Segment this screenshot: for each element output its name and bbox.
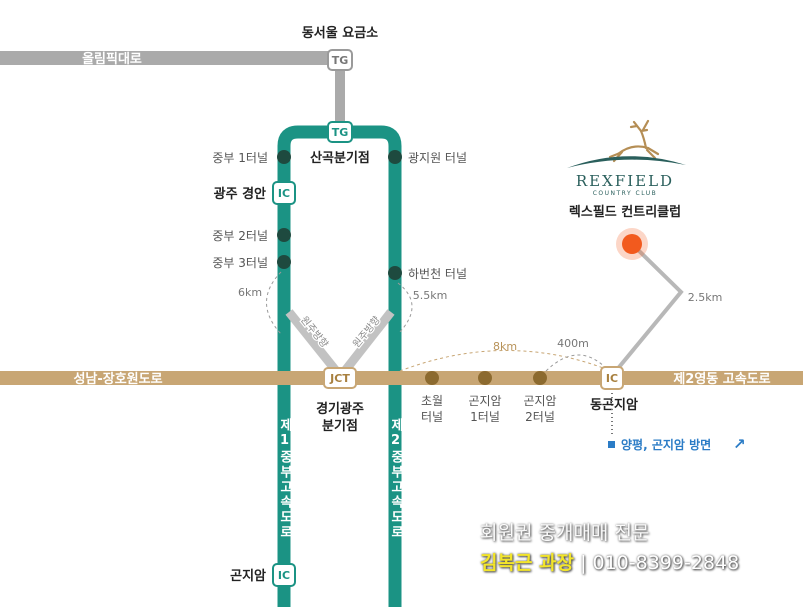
tg-badge-dongseoul-text: TG: [332, 54, 349, 67]
tunnel-label-jungbu2: 중부 2터널: [212, 229, 268, 243]
distance-club-label: 2.5km: [688, 291, 723, 304]
jct-badge-text: JCT: [329, 372, 350, 385]
destination-label: 렉스필드 컨트리클럽: [569, 204, 681, 220]
olympic-expressway-label: 올림픽대로: [82, 51, 142, 67]
sangok-junction-label: 산곡분기점: [310, 150, 370, 166]
exit-direction-label: 양평, 곤지암 방면: [621, 437, 711, 452]
tunnel-label-gonjiam2-2: 2터널: [525, 410, 555, 424]
ic-badge-dong-gonjiam: IC: [600, 366, 624, 390]
second-jungbu-label: 제2중부고속도로: [388, 418, 403, 540]
tunnel-label-habeoncheon: 하번천 터널: [408, 266, 467, 281]
distance-arc-left: [266, 271, 282, 335]
jct-badge-gyeonggi-gwangju: JCT: [323, 367, 357, 389]
tunnel-label-gonjiam1-1: 곤지암: [468, 394, 501, 408]
distance-left-label: 6km: [238, 286, 262, 299]
tunnel-dot-jungbu1: [277, 150, 291, 164]
ramp-right-wonju: [340, 309, 395, 375]
dong-gonjiam-label: 동곤지암: [590, 397, 638, 413]
broker-advert: 회원권 중개매매 전문 김복근 과장 | 010-8399-2848: [480, 518, 739, 578]
tg-badge-sangok-text: TG: [332, 126, 349, 139]
tg-badge-sangok: TG: [327, 121, 353, 143]
tg-badge-dongseoul: TG: [327, 49, 353, 71]
destination-marker: [622, 234, 642, 254]
advert-tagline: 회원권 중개매매 전문: [480, 522, 650, 544]
ic-badge-gonjiam: IC: [272, 563, 296, 587]
advert-broker-name: 김복근 과장: [480, 552, 575, 574]
advert-contact: 김복근 과장 | 010-8399-2848: [480, 548, 739, 578]
ic-badge-gwangju-gyeongan: IC: [272, 181, 296, 205]
logo-wordmark: REXFIELD: [576, 172, 674, 190]
gyeonggi-gwangju-label-2: 분기점: [322, 419, 358, 434]
ramp-left-wonju: [285, 309, 341, 375]
second-yeongdong-label: 제2영동 고속도로: [673, 372, 770, 387]
gwangju-gyeongan-label: 광주 경안: [214, 186, 266, 202]
deer-icon: [608, 119, 660, 163]
tunnel-label-jungbu1: 중부 1터널: [212, 151, 268, 165]
tunnel-dot-jungbu2: [277, 228, 291, 242]
gonjiam-ic-label: 곤지암: [230, 568, 266, 584]
arrow-up-right-icon: ↗: [733, 435, 746, 453]
access-road-to-club: [613, 242, 684, 374]
seongnam-janghowon-label: 성남-장호원도로: [73, 371, 162, 387]
tunnel-label-gwangjiwon: 광지원 터널: [408, 151, 467, 165]
tunnel-dot-gonjiam1: [478, 371, 492, 385]
logo-subtitle: COUNTRY CLUB: [593, 190, 658, 197]
tunnel-dot-chowol: [425, 371, 439, 385]
tunnel-label-jungbu3: 중부 3터널: [212, 256, 268, 270]
distance-right-label: 5.5km: [413, 289, 448, 302]
tunnel-dot-habeoncheon: [388, 266, 402, 280]
exit-direction-marker: [608, 441, 615, 448]
distance-jct-ic-label: 8km: [493, 340, 517, 353]
rexfield-logo: REXFIELD COUNTRY CLUB: [567, 119, 686, 197]
ic-badge-gwangju-gyeongan-text: IC: [278, 187, 290, 200]
tunnel-dot-jungbu3: [277, 255, 291, 269]
ic-badge-dong-gonjiam-text: IC: [606, 372, 618, 385]
tunnel-label-chowol-1: 초월: [421, 394, 443, 408]
tunnel-dot-gonjiam2: [533, 371, 547, 385]
ic-badge-gonjiam-text: IC: [278, 569, 290, 582]
first-jungbu-label: 제1중부고속도로: [277, 418, 292, 540]
tunnel-label-chowol-2: 터널: [421, 410, 443, 424]
tunnel-label-gonjiam1-2: 1터널: [470, 410, 500, 424]
tunnel-dot-gwangjiwon: [388, 150, 402, 164]
gyeonggi-gwangju-label-1: 경기광주: [316, 401, 364, 417]
dongseoul-tollgate-label: 동서울 요금소: [302, 25, 378, 41]
advert-phone: | 010-8399-2848: [580, 552, 740, 574]
distance-arc-right: [397, 282, 413, 335]
logo-swoosh: [567, 156, 686, 168]
distance-tunnel-ic-label: 400m: [557, 337, 589, 350]
distance-arc-tunnel-ic: [545, 354, 608, 372]
distance-arc-jct-ic: [399, 350, 607, 372]
tunnel-label-gonjiam2-1: 곤지암: [523, 394, 556, 408]
